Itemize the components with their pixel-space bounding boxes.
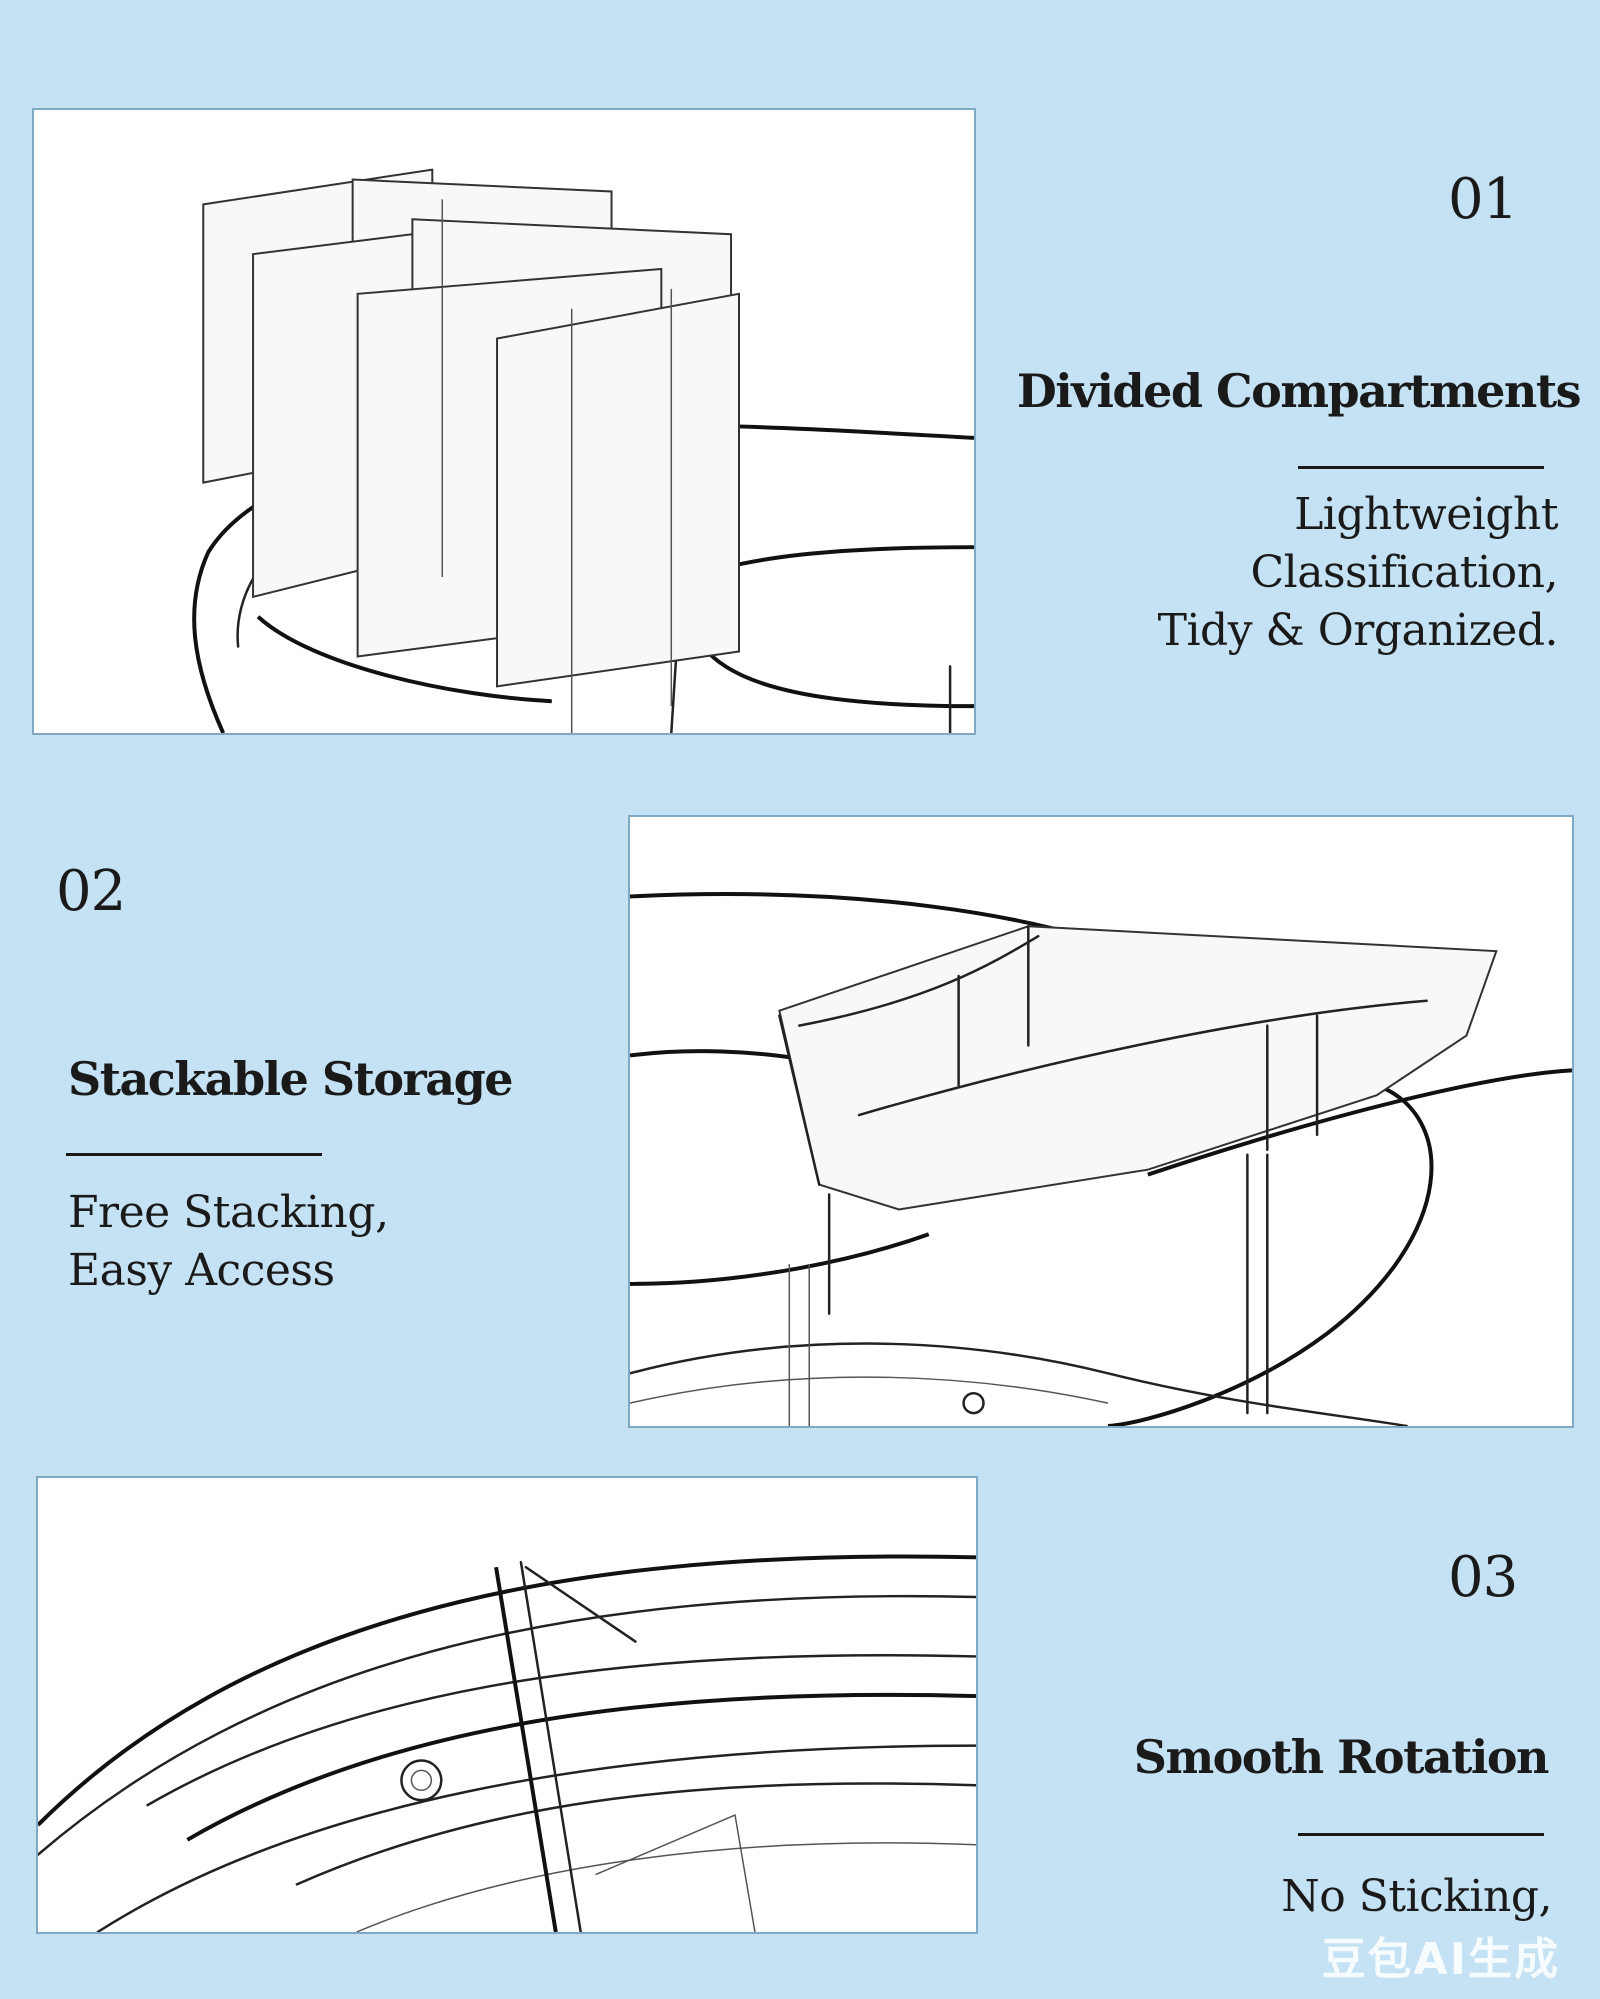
- feature-number-02: 02: [56, 859, 126, 924]
- turntable-sketch: [38, 1554, 976, 1932]
- rotation-illustration: [36, 1476, 978, 1934]
- feature-description-01: Lightweight Classification, Tidy & Organ…: [1157, 486, 1559, 660]
- feature-description-03: No Sticking,: [1281, 1868, 1552, 1926]
- description-line: Easy Access: [68, 1245, 335, 1296]
- divider-rule: [1298, 466, 1544, 469]
- feature-number-01: 01: [1448, 167, 1518, 232]
- feature-title-divided-compartments: Divided Compartments: [1016, 364, 1582, 418]
- description-line: No Sticking,: [1281, 1871, 1552, 1922]
- divider-rule: [66, 1153, 322, 1156]
- stacked-tray-sketch: [630, 892, 1572, 1426]
- stacking-illustration: [628, 815, 1574, 1428]
- description-line: Free Stacking,: [68, 1187, 389, 1238]
- feature-number-03: 03: [1448, 1545, 1518, 1610]
- description-line: Lightweight: [1294, 489, 1558, 540]
- divider-rule: [1298, 1833, 1544, 1836]
- divider-sketch: [192, 168, 974, 733]
- description-line: Classification,: [1250, 547, 1558, 598]
- feature-description-02: Free Stacking, Easy Access: [68, 1184, 389, 1300]
- description-line: Tidy & Organized.: [1157, 605, 1559, 656]
- ai-generated-watermark: 豆包AI生成: [1321, 1934, 1560, 1985]
- feature-title-stackable-storage: Stackable Storage: [68, 1052, 514, 1106]
- compartments-illustration: [32, 108, 976, 735]
- feature-title-smooth-rotation: Smooth Rotation: [1133, 1730, 1550, 1784]
